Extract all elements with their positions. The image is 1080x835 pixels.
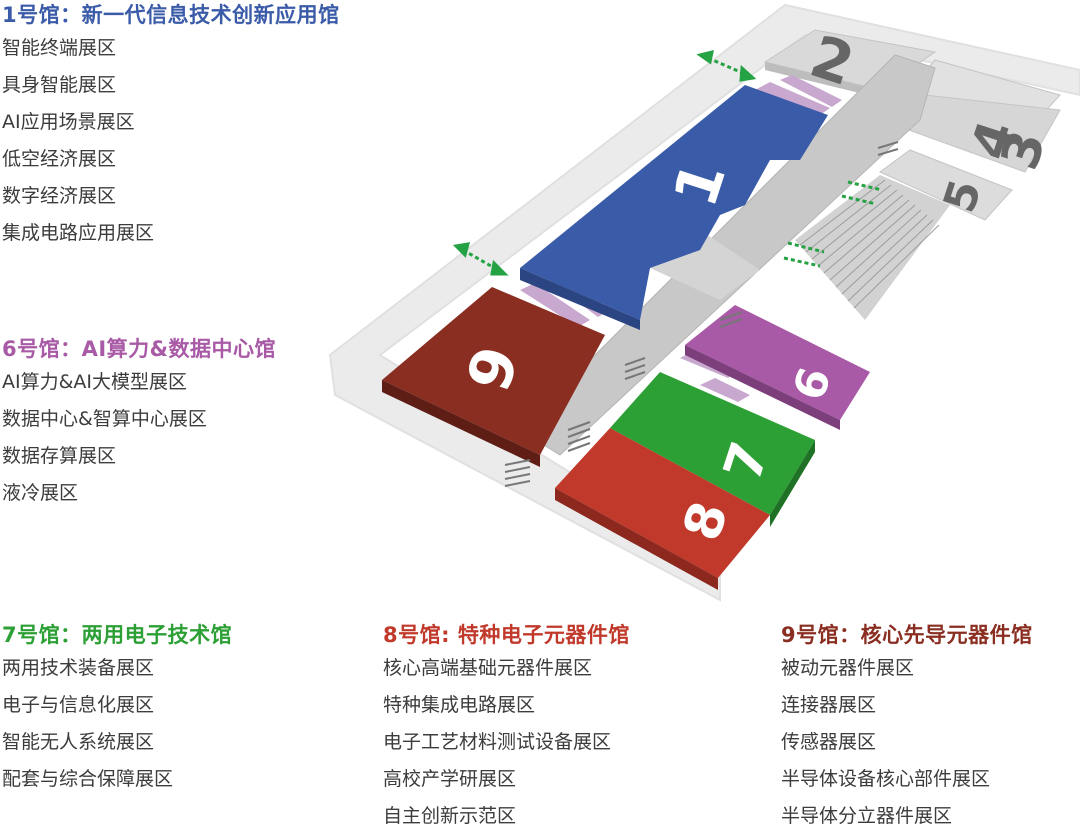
zone-item: 配套与综合保障展区 [2, 768, 174, 790]
zone-item: 低空经济展区 [2, 148, 117, 170]
zone-item: 数据中心&智算中心展区 [2, 408, 207, 430]
stairs [504, 141, 899, 487]
hall-1-face [520, 268, 640, 330]
hall-7-title: 7号馆：两用电子技术馆 [2, 623, 233, 647]
striped-plaza [795, 175, 950, 320]
hall-6-title: 6号馆：AI算力&数据中心馆 [2, 337, 276, 361]
zone-item: 智能无人系统展区 [2, 731, 155, 753]
hall-7-face [770, 440, 815, 527]
legend-hall-1: 1号馆：新一代信息技术创新应用馆 智能终端展区 具身智能展区 AI应用场景展区 … [2, 0, 340, 252]
hall-5-block[interactable] [879, 149, 1013, 221]
zone-item: 传感器展区 [781, 731, 877, 753]
arrow-icon [841, 194, 877, 206]
zone-item: 智能终端展区 [2, 37, 117, 59]
zone-item: 半导体分立器件展区 [781, 805, 953, 827]
arrow-icon [787, 241, 825, 254]
hall-2-face [765, 62, 880, 98]
hall-6-face [685, 345, 840, 430]
hall-1-top [520, 85, 828, 320]
hall-8-top [555, 428, 770, 578]
zone-item: 两用技术装备展区 [2, 657, 155, 679]
zone-item: 集成电路应用展区 [2, 222, 155, 244]
hall-9-face [382, 380, 540, 467]
legend-hall-7: 7号馆：两用电子技术馆 两用技术装备展区 电子与信息化展区 智能无人系统展区 配… [2, 620, 232, 798]
entrance-arrows [452, 49, 883, 276]
hall-9-top [382, 287, 605, 455]
zone-item: 电子与信息化展区 [2, 694, 155, 716]
arrow-icon [847, 180, 883, 192]
zone-item: 连接器展区 [781, 694, 877, 716]
hall-6[interactable]: 6 [685, 305, 870, 430]
legend-hall-8: 8号馆: 特种电子元器件馆 核心高端基础元器件展区 特种集成电路展区 电子工艺材… [383, 620, 630, 835]
zone-item: 高校产学研展区 [383, 768, 517, 790]
legend-hall-6: 6号馆：AI算力&数据中心馆 AI算力&AI大模型展区 数据中心&智算中心展区 … [2, 334, 276, 512]
hall-9[interactable]: 9 [382, 287, 605, 467]
hall-1[interactable]: 1 [520, 85, 828, 330]
zone-item: 电子工艺材料测试设备展区 [383, 731, 612, 753]
zone-item: 自主创新示范区 [383, 805, 517, 827]
hall-6-top [685, 305, 870, 420]
hall-8-face [555, 488, 718, 590]
zone-item: 被动元器件展区 [781, 657, 915, 679]
zone-item: 液冷展区 [2, 482, 79, 504]
hall-7-top [610, 372, 815, 515]
zone-item: 核心高端基础元器件展区 [383, 657, 593, 679]
hall-1-title: 1号馆：新一代信息技术创新应用馆 [2, 3, 340, 27]
zone-item: 数字经济展区 [2, 185, 117, 207]
hall-8-title: 8号馆: 特种电子元器件馆 [383, 623, 630, 647]
zone-item: 半导体设备核心部件展区 [781, 768, 991, 790]
hall-8[interactable]: 8 [555, 428, 770, 590]
legend-hall-9: 9号馆：核心先导元器件馆 被动元器件展区 连接器展区 传感器展区 半导体设备核心… [781, 620, 1033, 835]
hall-7[interactable]: 7 [610, 372, 815, 527]
zone-item: 数据存算展区 [2, 445, 117, 467]
arrow-icon [783, 256, 821, 268]
zone-item: AI应用场景展区 [2, 111, 135, 133]
hall-9-title: 9号馆：核心先导元器件馆 [781, 623, 1033, 647]
zone-item: 具身智能展区 [2, 74, 117, 96]
zone-item: 特种集成电路展区 [383, 694, 536, 716]
zone-item: AI算力&AI大模型展区 [2, 371, 188, 393]
